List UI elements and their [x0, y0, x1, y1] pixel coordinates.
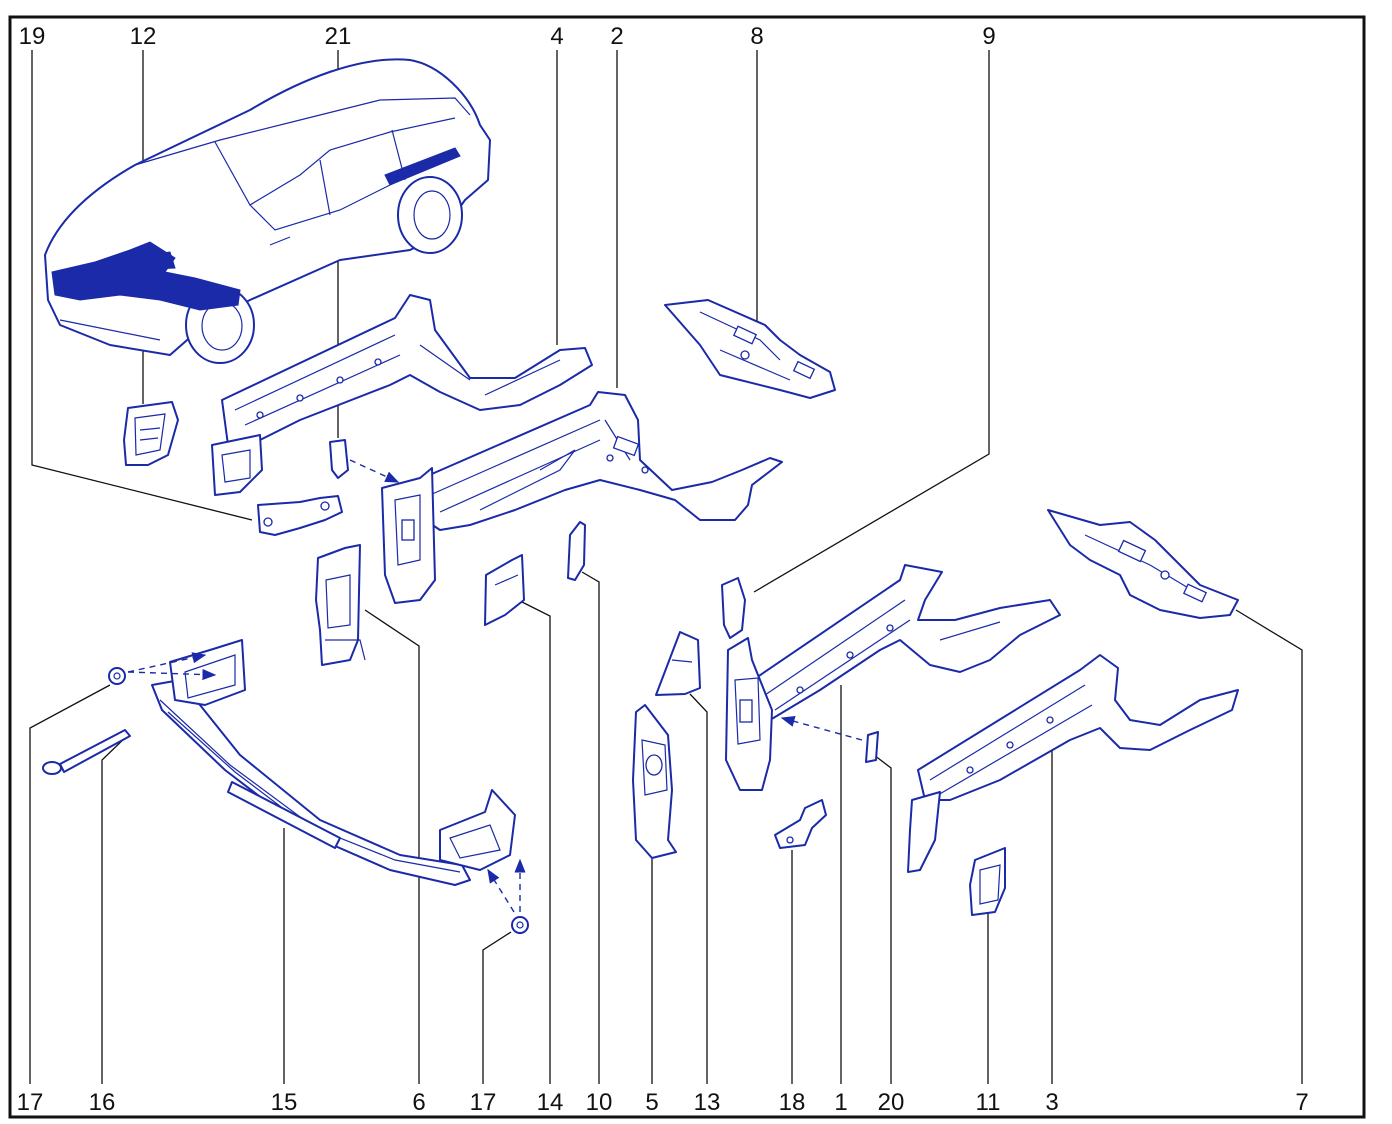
part-11-rail-end-bracket-right	[969, 847, 1006, 916]
part-7-floor-member-rear-right	[1047, 509, 1239, 619]
leader-19	[31, 50, 253, 521]
part-8-floor-member-rear-left	[664, 299, 836, 399]
label-9: 9	[982, 23, 995, 50]
leader-20	[873, 754, 892, 1084]
car-illustration	[44, 58, 491, 364]
highlighted-front-structure	[51, 241, 241, 311]
part-12-rail-end-bracket-left	[123, 401, 179, 466]
leader-6	[364, 609, 420, 1084]
label-2: 2	[610, 23, 623, 50]
part-21-clip-left	[329, 439, 400, 483]
label-8: 8	[750, 23, 763, 50]
label-11: 11	[976, 1089, 1001, 1116]
label-18: 18	[779, 1089, 806, 1116]
crash-box-left	[169, 639, 246, 706]
label-10: 10	[586, 1089, 613, 1116]
part-18-bracket-right	[774, 799, 827, 849]
leader-lines	[29, 50, 1303, 1084]
part-4-upper-rail-left	[211, 294, 593, 496]
label-6: 6	[412, 1089, 425, 1116]
label-3: 3	[1045, 1089, 1058, 1116]
nut-right	[511, 916, 529, 934]
part-9-closing-bracket-right	[721, 577, 746, 639]
part-13-end-plate-right	[655, 631, 701, 696]
label-15: 15	[271, 1089, 298, 1116]
leader-9	[753, 50, 990, 593]
leader-10	[581, 571, 600, 1084]
label-4: 4	[550, 23, 563, 50]
part-6-front-end-bracket-left	[315, 544, 366, 666]
leader-13	[689, 693, 708, 1084]
part-1-side-member-right	[725, 564, 1061, 791]
rear-wheel	[397, 176, 463, 254]
part-3-upper-rail-right	[907, 654, 1239, 873]
top-labels: 19 12 21 4 2 8 9	[19, 23, 996, 50]
part-10-closing-bracket-left	[567, 521, 586, 581]
part-14-end-plate-left	[484, 554, 525, 626]
label-14: 14	[537, 1089, 564, 1116]
diagram-frame	[8, 15, 1366, 1119]
label-7: 7	[1295, 1089, 1308, 1116]
nut-left	[108, 667, 126, 685]
bottom-labels: 17 16 15 6 17 14 10 5 13 18 1 20 11 3 7	[17, 1089, 1309, 1116]
label-17-left: 17	[17, 1089, 44, 1116]
leader-17b	[482, 931, 512, 1084]
label-12: 12	[130, 23, 157, 50]
part-5-front-end-bracket-right	[632, 704, 677, 859]
label-5: 5	[645, 1089, 658, 1116]
label-13: 13	[694, 1089, 721, 1116]
leader-16	[101, 734, 129, 1084]
part-15-bumper-reinforcement	[151, 639, 516, 886]
label-20: 20	[878, 1089, 905, 1116]
label-19: 19	[19, 23, 46, 50]
part-2-side-member-left	[381, 391, 783, 604]
part-16-towing-eye	[42, 729, 131, 775]
part-17-nuts	[108, 652, 529, 934]
leader-7	[1235, 609, 1303, 1084]
label-16: 16	[89, 1089, 116, 1116]
leader-17a	[29, 684, 111, 1084]
leader-14	[521, 601, 551, 1084]
label-1: 1	[834, 1089, 847, 1116]
label-17-right: 17	[470, 1089, 497, 1116]
crash-box-right	[439, 789, 516, 871]
part-19-bracket-left	[257, 495, 343, 536]
part-20-clip-right	[865, 731, 879, 763]
label-21: 21	[325, 23, 352, 50]
